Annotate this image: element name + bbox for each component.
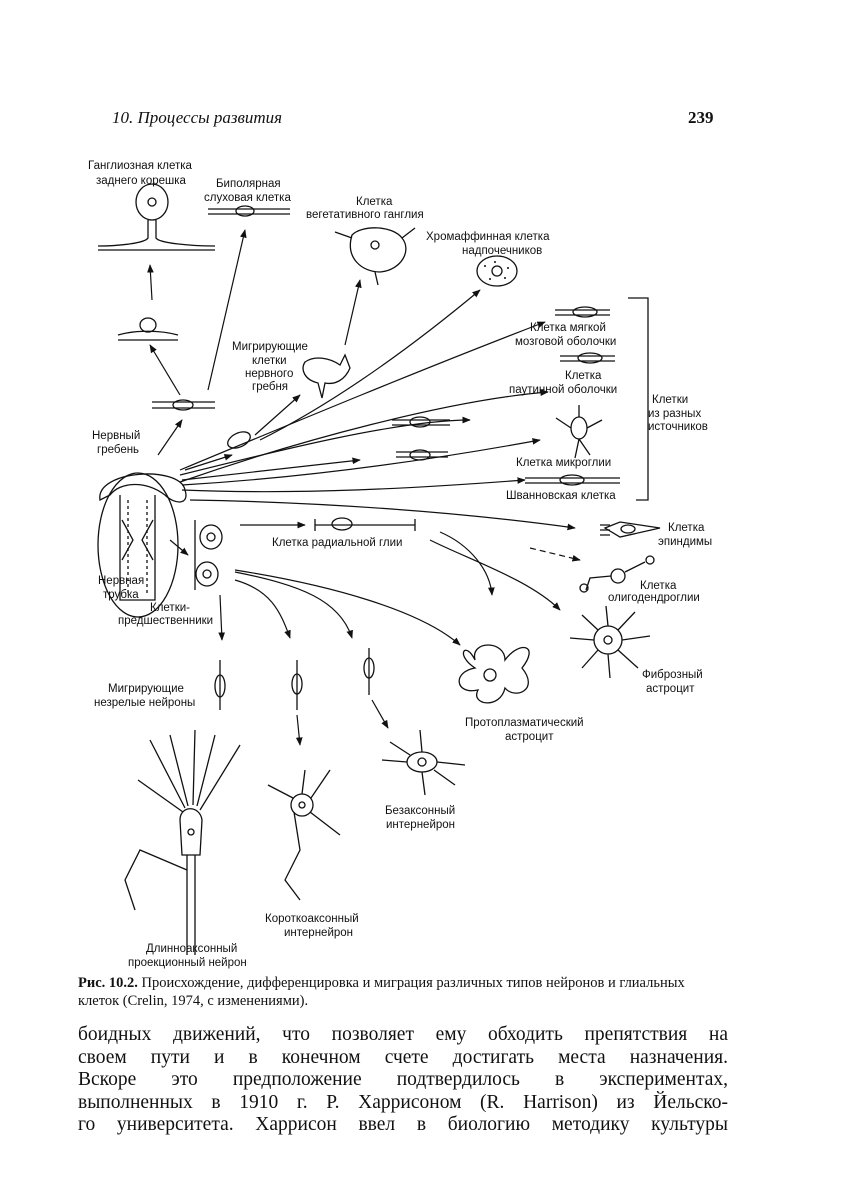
label-axonless-1: Безаксонный [385,805,455,817]
label-ganglion-2: заднего корешка [96,175,187,187]
label-sources-1: Клетки [652,394,688,406]
caption-label: Рис. 10.2. [78,975,138,991]
label-long-2: проекционный нейрон [128,957,247,969]
migrating-immature-neurons [214,648,375,710]
label-migr-neur-1: Мигрирующие [108,683,184,695]
page-number: 239 [688,108,714,127]
label-migr-crest-3: нервного [245,368,293,380]
label-veg-1: Клетка [356,196,393,208]
label-fibrous-2: астроцит [646,683,695,695]
sources-bracket [628,297,649,501]
label-proto-2: астроцит [505,731,554,743]
precursor-cells [194,520,223,590]
label-precursor-1: Клетки- [150,602,190,614]
label-chrom-2: надпочечников [462,245,542,257]
label-chrom-1: Хромаффинная клетка [426,231,550,243]
label-short-2: интернейрон [284,927,353,939]
body-text: боидных движений, что позволяет ему обхо… [78,1024,728,1137]
label-axonless-2: интернейрон [386,819,455,831]
schwann-cell [525,474,620,486]
fibrous-astrocyte [569,605,651,679]
label-sources-2: из разных [648,408,701,420]
migrating-crest-cells [152,353,351,449]
label-pia-1: Клетка мягкой [530,322,606,334]
label-ependyma-2: эпиндимы [658,536,712,548]
vegetative-ganglion-cell [334,227,416,286]
radial-glia-cell [314,517,416,531]
label-ganglion-1: Ганглиозная клетка [88,160,193,172]
ganglion-cell [97,183,216,251]
label-ependyma-1: Клетка [668,522,705,534]
body-line: своем пути и в конечном счете достигать … [78,1046,728,1068]
label-fibrous-1: Фиброзный [642,669,703,681]
early-ganglion-cell [117,317,179,341]
chromaffin-cell [476,255,518,287]
short-axon-interneuron [267,769,341,901]
axonless-interneuron [381,729,466,796]
microglia-cell [555,405,603,459]
label-migr-crest-1: Мигрирующие [232,341,308,353]
label-oligo-2: олигодендроглии [608,592,700,604]
label-migr-crest-2: клетки [252,355,287,367]
label-arach-1: Клетка [565,370,602,382]
neural-tube [97,472,187,618]
label-veg-2: вегетативного ганглия [306,209,424,221]
arrows [147,229,581,746]
label-tube-2: трубка [103,589,139,601]
label-schwann: Шванновская клетка [506,490,616,502]
label-bipolar-2: слуховая клетка [204,192,291,204]
running-header-chapter: 10. Процессы развития [112,108,283,127]
figure-labels: Ганглиозная клетка заднего корешка Бипол… [88,160,712,969]
label-microglia: Клетка микроглии [516,457,611,469]
label-oligo-1: Клетка [640,580,677,592]
figure-neural-crest-diagram: Ганглиозная клетка заднего корешка Бипол… [88,160,712,969]
label-radial: Клетка радиальной глии [272,537,402,549]
label-tube-1: Нервная [98,575,144,587]
body-line: Вскоре это предположение подтвердилось в… [78,1069,728,1090]
label-bipolar-1: Биполярная [216,178,281,190]
body-line: го университета. Харрисон ввел в биологи… [78,1114,728,1135]
label-short-1: Короткоаксонный [265,913,359,925]
body-line: боидных движений, что позволяет ему обхо… [78,1024,728,1045]
oligodendroglia-cell [579,555,655,593]
caption-text: Происхождение, дифференцировка и миграци… [78,975,685,1009]
label-pia-2: мозговой оболочки [515,336,616,348]
figure-caption: Рис. 10.2. Происхождение, дифференцировк… [78,974,728,1010]
pia-cell [555,306,610,318]
label-crest-1: Нервный [92,430,140,442]
label-arach-2: паутинной оболочки [509,384,617,396]
label-crest-2: гребень [97,444,139,456]
label-proto-1: Протоплазматический [465,717,584,729]
label-migr-neur-2: незрелые нейроны [94,697,195,709]
label-long-1: Длинноаксонный [146,943,237,955]
bipolar-cell [208,205,290,217]
label-migr-crest-4: гребня [252,381,288,393]
label-sources-3: источников [648,421,708,433]
long-axon-projection-neuron [124,729,241,955]
arachnoid-cell [560,352,615,364]
body-line: выполненных в 1910 г. Р. Харрисоном (R. … [78,1091,728,1113]
protoplasmic-astrocyte [458,644,530,704]
label-precursor-2: предшественники [118,615,213,627]
ependyma-cell [600,521,661,538]
